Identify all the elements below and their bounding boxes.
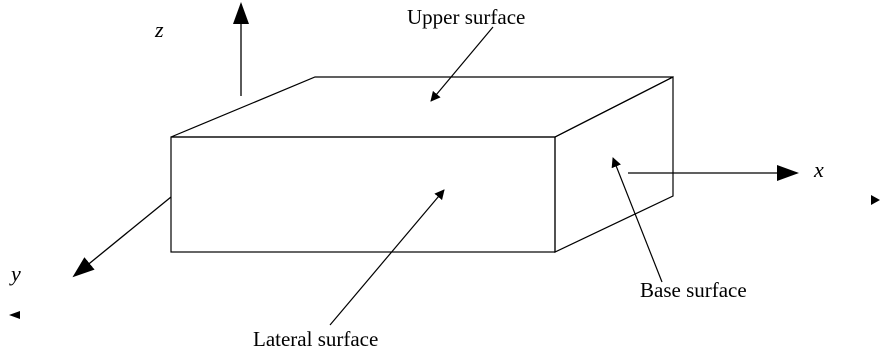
y-axis xyxy=(72,196,172,278)
upper-surface-pointer xyxy=(430,26,494,102)
base-surface-label: Base surface xyxy=(640,278,747,302)
upper-surface-label: Upper surface xyxy=(407,5,525,29)
stray-mark-left xyxy=(9,311,20,319)
base-face xyxy=(554,76,674,253)
y-axis-label: y xyxy=(9,261,21,286)
lateral-face xyxy=(170,136,556,253)
lateral-surface-pointer xyxy=(329,189,445,326)
stray-mark-right xyxy=(871,195,880,205)
upper-face xyxy=(170,76,674,138)
x-axis-label: x xyxy=(813,157,824,182)
lateral-surface-label: Lateral surface xyxy=(253,327,378,351)
z-axis-label: z xyxy=(154,17,164,42)
base-surface-pointer xyxy=(611,157,663,283)
